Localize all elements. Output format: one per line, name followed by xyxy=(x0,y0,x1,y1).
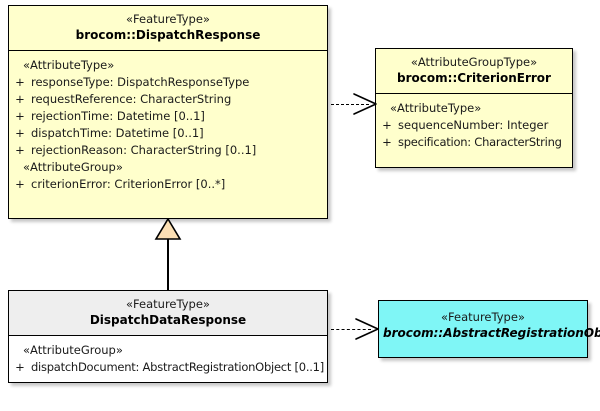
class-header-criterion-error: «AttributeGroupType» brocom::CriterionEr… xyxy=(376,49,572,94)
class-stereotype: «FeatureType» xyxy=(441,310,525,324)
class-box-abstract-registration-object[interactable]: «FeatureType» brocom::AbstractRegistrati… xyxy=(378,300,600,358)
attribute-text: rejectionReason: CharacterString [0..1] xyxy=(31,143,257,157)
visibility-marker: + xyxy=(15,126,25,140)
class-box-criterion-error[interactable]: «AttributeGroupType» brocom::CriterionEr… xyxy=(375,48,573,168)
attribute-row[interactable]: + criterionError: CriterionError [0..*] xyxy=(9,176,327,193)
class-header-dispatch-response: «FeatureType» brocom::DispatchResponse xyxy=(9,6,327,51)
class-header-dispatch-data-response: «FeatureType» DispatchDataResponse xyxy=(9,291,327,336)
class-stereotype: «FeatureType» xyxy=(126,297,210,311)
visibility-marker: + xyxy=(15,143,25,157)
attribute-group-label: «AttributeGroup» xyxy=(23,160,123,174)
class-box-dispatch-response[interactable]: «FeatureType» brocom::DispatchResponse «… xyxy=(8,5,328,219)
class-stereotype: «AttributeGroupType» xyxy=(410,55,538,69)
class-name: brocom::AbstractRegistrationObject xyxy=(383,326,600,340)
attribute-text: requestReference: CharacterString xyxy=(31,92,232,106)
visibility-marker: + xyxy=(382,118,392,132)
dependency-connector-line-abstract-registration-object xyxy=(331,329,371,330)
class-stereotype: «FeatureType» xyxy=(126,12,210,26)
class-attributes-compartment-dispatch-data-response: «AttributeGroup» + dispatchDocument: Abs… xyxy=(9,336,327,382)
dependency-open-arrowhead-icon xyxy=(355,318,379,340)
visibility-marker: + xyxy=(382,135,392,149)
attribute-row[interactable]: + specification: CharacterString xyxy=(376,134,572,151)
attribute-row[interactable]: + rejectionReason: CharacterString [0..1… xyxy=(9,142,327,159)
generalization-connector-line xyxy=(167,237,169,291)
generalization-hollow-triangle-icon xyxy=(154,218,182,240)
class-attributes-compartment-dispatch-response: «AttributeType» + responseType: Dispatch… xyxy=(9,51,327,199)
attribute-text: criterionError: CriterionError [0..*] xyxy=(31,177,226,191)
class-name: brocom::CriterionError xyxy=(397,71,551,85)
attribute-text: rejectionTime: Datetime [0..1] xyxy=(31,109,205,123)
visibility-marker: + xyxy=(15,109,25,123)
attribute-row[interactable]: + requestReference: CharacterString xyxy=(9,91,327,108)
attribute-text: dispatchTime: Datetime [0..1] xyxy=(31,126,204,140)
class-attributes-compartment-criterion-error: «AttributeType» + sequenceNumber: Intege… xyxy=(376,94,572,157)
attribute-text: responseType: DispatchResponseType xyxy=(31,75,250,89)
dependency-connector-line-criterion-error xyxy=(331,104,369,105)
attribute-group-label: «AttributeType» xyxy=(23,58,115,72)
attribute-row[interactable]: + sequenceNumber: Integer xyxy=(376,117,572,134)
attribute-group-label: «AttributeGroup» xyxy=(23,343,123,357)
attribute-row[interactable]: + responseType: DispatchResponseType xyxy=(9,74,327,91)
class-name: brocom::DispatchResponse xyxy=(75,28,261,42)
attribute-group-label: «AttributeType» xyxy=(390,101,482,115)
class-box-dispatch-data-response[interactable]: «FeatureType» DispatchDataResponse «Attr… xyxy=(8,290,328,383)
attribute-row[interactable]: + rejectionTime: Datetime [0..1] xyxy=(9,108,327,125)
visibility-marker: + xyxy=(15,177,25,191)
class-header-abstract-registration-object: «FeatureType» brocom::AbstractRegistrati… xyxy=(379,301,600,348)
attribute-text: sequenceNumber: Integer xyxy=(398,118,549,132)
visibility-marker: + xyxy=(15,75,25,89)
dependency-open-arrowhead-icon xyxy=(353,93,377,115)
class-name: DispatchDataResponse xyxy=(89,313,247,327)
attribute-text: specification: CharacterString xyxy=(398,135,562,149)
attribute-row[interactable]: + dispatchTime: Datetime [0..1] xyxy=(9,125,327,142)
attribute-text: dispatchDocument: AbstractRegistrationOb… xyxy=(31,360,324,374)
visibility-marker: + xyxy=(15,360,25,374)
attribute-row[interactable]: + dispatchDocument: AbstractRegistration… xyxy=(9,359,327,376)
visibility-marker: + xyxy=(15,92,25,106)
